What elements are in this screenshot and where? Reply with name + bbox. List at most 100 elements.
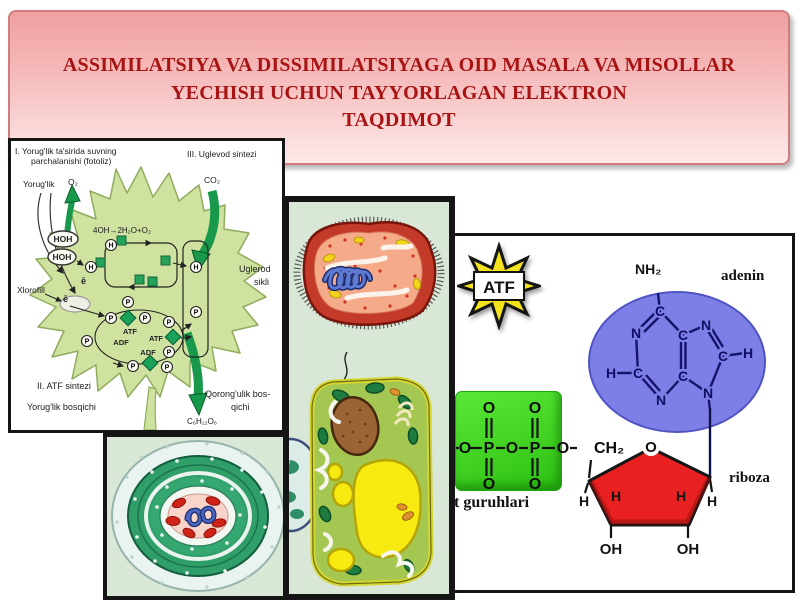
c-atom-label: C <box>633 365 643 381</box>
chloroplast-section-image <box>103 433 293 600</box>
hoh-label: HOH <box>53 252 72 262</box>
atf-starburst: ATF <box>457 242 541 330</box>
adf-label: ADF <box>140 348 156 357</box>
ribose-atoms: H H H H OH OH <box>579 488 717 558</box>
ch2-label: CH₂ <box>594 440 624 457</box>
electron-label: ē <box>81 276 86 286</box>
plant-cell <box>309 376 434 587</box>
cristae-streaks <box>324 243 414 301</box>
organelles-figure <box>289 216 445 587</box>
h-atom-label: H <box>88 265 93 272</box>
atf-label: ATF <box>123 327 137 336</box>
oh-group-label: OH <box>600 541 623 558</box>
atp-chemistry: O P O P O O O O O CH₂ O H H H H OH OH <box>456 400 717 558</box>
o-atom-label: O <box>529 400 541 417</box>
electron-label: ē <box>63 294 68 304</box>
n-atom-label: N <box>701 317 711 333</box>
p-atom-label: P <box>126 300 131 307</box>
c-atom-label: C <box>678 368 688 384</box>
light-label: Yorug'lik <box>23 179 55 189</box>
adenine-label: adenin <box>721 268 765 284</box>
o2-label: O₂ <box>68 177 78 187</box>
phosphate-groups-box <box>455 391 562 491</box>
water-molecule: HOH <box>47 230 79 248</box>
chloroplast-figure <box>111 440 285 592</box>
dna-tubule <box>322 265 373 292</box>
heading-photolysis-2: parchalanishi (fotoliz) <box>31 156 112 166</box>
heading-carb-synthesis: III. Uglevod sintezi <box>187 149 257 159</box>
purine-atoms: C N C H N C C N C H N <box>604 301 755 410</box>
adenine-ellipse <box>588 291 766 433</box>
adenine-group: C N C H N C C N C H N <box>588 291 766 433</box>
o-atom-label: O <box>483 476 495 493</box>
mitochondrion-cilia <box>293 216 445 330</box>
chlorophyll-label: Xlorofill <box>17 285 45 295</box>
light-stage-label: Yorug'lik bosqichi <box>27 402 96 412</box>
hoh-label: HOH <box>54 234 73 244</box>
hoh-to-h-arrow <box>76 259 84 266</box>
glucose-label: C₆H₁₂O₆ <box>187 417 218 426</box>
h-atom-label: H <box>108 243 113 250</box>
h-atom-label: H <box>611 488 621 504</box>
o-atom-label: O <box>506 440 518 457</box>
phosphate-atoms: P P P P P P P P P <box>80 295 203 374</box>
photosynthesis-diagram: HOH HOH H H H <box>8 138 285 433</box>
phosphate-atoms: O P O P O O O O O CH₂ <box>459 400 624 493</box>
p-atom-label: P <box>167 320 172 327</box>
photosynthesis-figure: HOH HOH H H H <box>29 166 267 430</box>
carbon-cycle-label-2: sikli <box>254 277 269 287</box>
grana-bodies <box>165 496 227 539</box>
dark-stage-label-2: qichi <box>231 402 250 412</box>
cycle-arrows <box>112 323 193 368</box>
n-atom-label: N <box>703 385 713 401</box>
p-atom-label: P <box>167 350 172 357</box>
ribose-label: riboza <box>729 470 770 486</box>
atf-cycle-loop <box>94 309 184 365</box>
p-atom-label: P <box>484 440 495 457</box>
h-atom-label: H <box>193 265 198 272</box>
h-atom-label: H <box>743 345 753 361</box>
p-atom-label: P <box>530 440 541 457</box>
p-atom-label: P <box>109 316 114 323</box>
nucleus <box>330 395 380 457</box>
oh-group-label: OH <box>677 541 700 558</box>
dark-stage-label-1: Qorong'ulik bos- <box>205 389 271 399</box>
phosphate-groups-label: t guruhlari <box>454 494 530 511</box>
carbon-cycle-label-1: Uglerod <box>239 264 271 274</box>
o-atom-label: O <box>645 439 657 456</box>
heading-atf-synthesis: II. ATF sintezi <box>37 381 91 391</box>
slide-title-line3: TAQDIMOT <box>342 109 456 131</box>
atf-label: ATF <box>149 334 163 343</box>
dna-squiggle <box>184 505 217 528</box>
atf-adf-labels: ATF ADF ATF ADF <box>113 327 163 357</box>
endoplasmic-reticulum <box>313 400 415 578</box>
cell-organelles-image <box>283 196 455 600</box>
c-atom-label: C <box>678 327 688 343</box>
carrier-squares <box>95 235 171 287</box>
carbon-cycle-channel <box>182 240 209 358</box>
purine-bonds <box>615 292 746 411</box>
adf-label: ADF <box>113 338 129 347</box>
chlorophyll-oval <box>59 295 91 313</box>
h-atom-label: H <box>676 488 686 504</box>
p-atom-label: P <box>194 310 199 317</box>
electron-arrow <box>69 305 106 318</box>
n-atom-label: N <box>631 325 641 341</box>
c-atom-label: C <box>655 303 665 319</box>
atp-structure-panel: ATF C N C H N C C <box>450 233 795 593</box>
slide-title-line1: ASSIMILATSIYA VA DISSIMILATSIYAGA OID MA… <box>62 54 736 76</box>
chlorophyll-arrow <box>44 293 62 302</box>
atf-star-label: ATF <box>483 278 515 297</box>
o-atom-label: O <box>529 476 541 493</box>
vacuole <box>326 458 422 573</box>
atf-diamonds <box>119 309 182 372</box>
phosphate-bonds <box>456 418 714 538</box>
golgi-stripes <box>393 401 414 427</box>
p-atom-label: P <box>85 339 90 346</box>
star-label-box <box>473 271 525 301</box>
nh2-label: NH₂ <box>635 261 662 277</box>
o-atom-label: O <box>557 440 569 457</box>
p-atom-label: P <box>131 364 136 371</box>
n-atom-label: N <box>656 392 666 408</box>
o-atom-label: O <box>459 440 471 457</box>
